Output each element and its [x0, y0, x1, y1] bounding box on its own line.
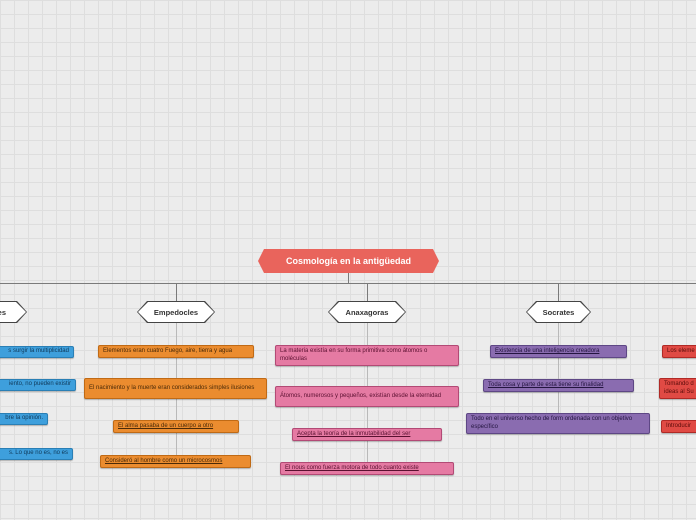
empedocles-item-3[interactable]: El alma pasaba de un cuerpo a otro: [113, 420, 239, 433]
left-item-4[interactable]: s. Lo que no es, no es: [0, 448, 73, 460]
branch-anaxagoras-label: Anaxagoras: [329, 302, 405, 322]
anaxagoras-item-1[interactable]: La materia existía en su forma primitiva…: [275, 345, 459, 366]
branch-empedocles-label: Empedocles: [138, 302, 214, 322]
anaxagoras-item-3[interactable]: Acepta la teoría de la inmutabilidad del…: [292, 428, 442, 441]
branch-stem-socrates: [558, 283, 559, 302]
left-item-3[interactable]: bre la opinión.: [0, 413, 48, 425]
empedocles-item-2[interactable]: El nacimiento y la muerte eran considera…: [84, 378, 267, 399]
branch-left-partial-label: les: [0, 302, 26, 322]
branch-stem-anaxagoras: [367, 283, 368, 302]
socrates-item-3[interactable]: Todo en el universo hecho de form ordena…: [466, 413, 650, 434]
branch-stem-empedocles: [176, 283, 177, 302]
socrates-item-2[interactable]: Toda cosa y parte de esta tiene su final…: [483, 379, 634, 392]
branch-anaxagoras[interactable]: Anaxagoras: [328, 301, 406, 323]
right-item-3[interactable]: Introducir: [661, 420, 696, 433]
socrates-item-1[interactable]: Existencia de una inteligencia creadora: [490, 345, 627, 358]
right-item-1[interactable]: Los eleme: [662, 345, 696, 358]
left-item-2[interactable]: iento, no pueden existir: [0, 379, 76, 391]
right-item-2[interactable]: Tomando d ideas al Su: [659, 378, 696, 399]
empedocles-item-4[interactable]: Consideró al hombre como un microcosmos: [100, 455, 251, 468]
horizontal-bus: [0, 283, 696, 284]
branch-left-partial[interactable]: les: [0, 301, 27, 323]
anaxagoras-item-2[interactable]: Átomos, numerosos y pequeños, existían d…: [275, 386, 459, 407]
child-stem-socrates: [558, 323, 559, 419]
main-trunk: [348, 273, 349, 283]
branch-socrates-label: Socrates: [527, 302, 590, 322]
anaxagoras-item-4[interactable]: El nous como fuerza motora de todo cuant…: [280, 462, 454, 475]
branch-socrates[interactable]: Socrates: [526, 301, 591, 323]
empedocles-item-1[interactable]: Elementos eran cuatro Fuego, aire, tierr…: [98, 345, 254, 358]
central-topic[interactable]: Cosmología en la antigüedad: [258, 249, 439, 273]
left-item-1[interactable]: s surgir la multiplicidad: [0, 346, 74, 358]
branch-empedocles[interactable]: Empedocles: [137, 301, 215, 323]
